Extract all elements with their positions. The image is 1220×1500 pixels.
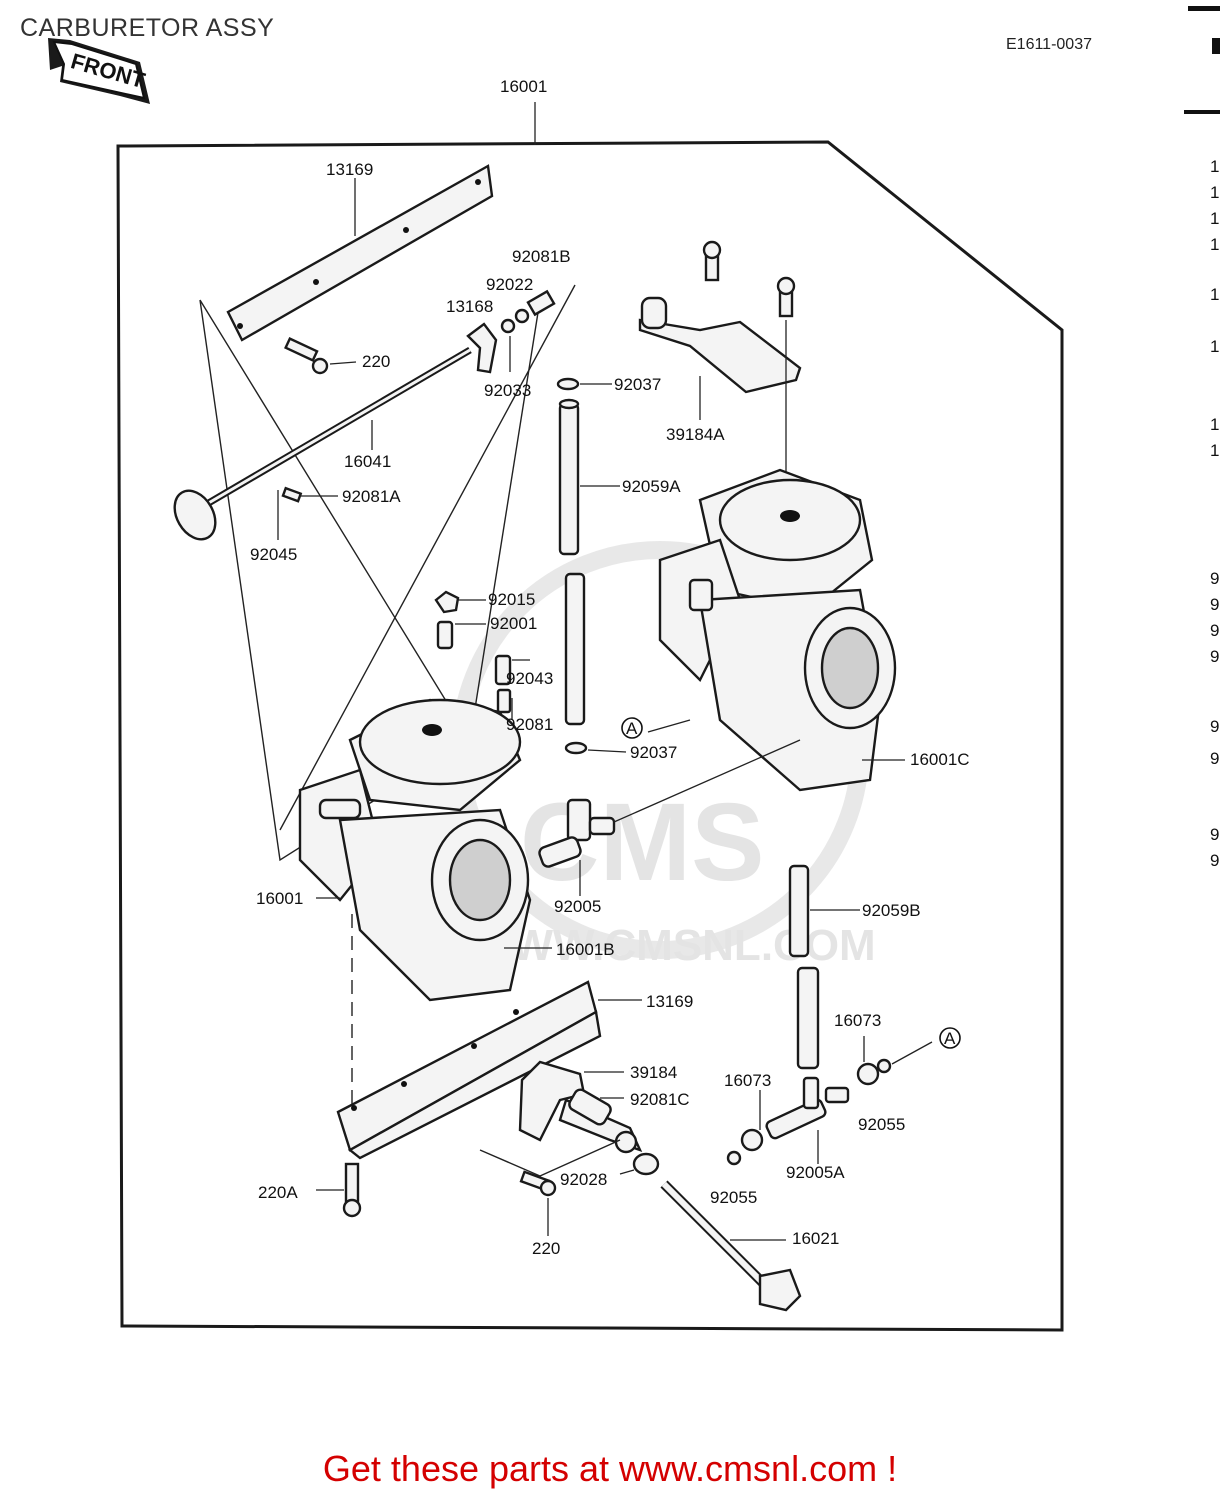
label-92059A: 92059A bbox=[622, 477, 681, 496]
label-16001C: 16001C bbox=[910, 750, 970, 769]
right-margin-column bbox=[1184, 6, 1220, 114]
right-margin-mark: 9 bbox=[1210, 749, 1219, 768]
carburetor-16001 bbox=[298, 698, 552, 1002]
label-16041: 16041 bbox=[344, 452, 391, 471]
front-arrow-icon: FRONT bbox=[48, 38, 150, 104]
label-92037-mid: 92037 bbox=[630, 743, 677, 762]
label-92033: 92033 bbox=[484, 381, 531, 400]
right-margin-mark: 1 bbox=[1210, 285, 1219, 304]
right-margin-mark: 9 bbox=[1210, 647, 1219, 666]
lower-bracket-13169 bbox=[336, 914, 642, 1160]
pilot-screw-parts bbox=[434, 590, 530, 720]
marker-A-circle-2 bbox=[939, 1027, 961, 1049]
fitting-92005A bbox=[726, 1036, 933, 1166]
choke-lever-13168 bbox=[466, 289, 556, 374]
label-92015: 92015 bbox=[488, 590, 535, 609]
vent-tube-92059A bbox=[556, 377, 627, 755]
label-92081A: 92081A bbox=[342, 487, 401, 506]
label-39184A: 39184A bbox=[666, 425, 725, 444]
label-220A: 220A bbox=[258, 1183, 298, 1202]
right-margin-mark: 1 bbox=[1210, 157, 1219, 176]
label-16073-left: 16073 bbox=[724, 1071, 771, 1090]
label-marker-A-1: A bbox=[626, 719, 638, 738]
right-margin-mark: 9 bbox=[1210, 569, 1219, 588]
right-margin-mark: 9 bbox=[1210, 851, 1219, 870]
label-220-bottom: 220 bbox=[532, 1239, 560, 1258]
label-92081B: 92081B bbox=[512, 247, 571, 266]
label-92037-top: 92037 bbox=[614, 375, 661, 394]
label-92022: 92022 bbox=[486, 275, 533, 294]
screw-220-bottom bbox=[479, 1139, 621, 1236]
tube-92059B bbox=[788, 864, 860, 1070]
label-13169-lower: 13169 bbox=[646, 992, 693, 1011]
label-92081C: 92081C bbox=[630, 1090, 690, 1109]
right-margin-mark: 9 bbox=[1210, 595, 1219, 614]
screw-220A bbox=[316, 1162, 362, 1218]
label-marker-A-2: A bbox=[944, 1029, 956, 1048]
label-92081: 92081 bbox=[506, 715, 553, 734]
document-code: E1611-0037 bbox=[1006, 36, 1092, 53]
label-16001B: 16001B bbox=[556, 940, 615, 959]
label-13168: 13168 bbox=[446, 297, 493, 316]
right-margin-mark: 1 bbox=[1210, 183, 1219, 202]
choke-shaft-16041 bbox=[173, 346, 472, 541]
fitting-92005 bbox=[538, 719, 801, 896]
label-92043: 92043 bbox=[506, 669, 553, 688]
bracket-39184 bbox=[518, 1060, 643, 1154]
label-92005A: 92005A bbox=[786, 1163, 845, 1182]
label-16073-right: 16073 bbox=[834, 1011, 881, 1030]
right-margin-mark: 9 bbox=[1210, 621, 1219, 640]
watermark-url-text: WWW.CMSNL.COM bbox=[470, 921, 876, 970]
right-margin-mark: 1 bbox=[1210, 209, 1219, 228]
label-39184: 39184 bbox=[630, 1063, 677, 1082]
diagram-title: CARBURETOR ASSY bbox=[20, 14, 275, 42]
label-92055-right: 92055 bbox=[858, 1115, 905, 1134]
label-92001: 92001 bbox=[490, 614, 537, 633]
label-92045: 92045 bbox=[250, 545, 297, 564]
label-220-top: 220 bbox=[362, 352, 390, 371]
call-to-action-link[interactable]: Get these parts at www.cmsnl.com ! bbox=[322, 1448, 898, 1489]
label-16021: 16021 bbox=[792, 1229, 839, 1248]
marker-A-circle-1 bbox=[621, 717, 643, 739]
right-margin-mark: 1 bbox=[1210, 415, 1219, 434]
right-margin-mark: 1 bbox=[1210, 441, 1219, 460]
assembly-frame bbox=[116, 140, 1064, 1332]
label-92059B: 92059B bbox=[862, 901, 921, 920]
right-margin-mark: 1 bbox=[1210, 235, 1219, 254]
label-13169-upper: 13169 bbox=[326, 160, 373, 179]
gasket-92028 bbox=[619, 1152, 660, 1176]
carburetor-16001C bbox=[658, 468, 905, 792]
right-margin-mark: 9 bbox=[1210, 717, 1219, 736]
screw-220-top bbox=[284, 337, 357, 375]
label-16001-assy: 16001 bbox=[500, 77, 547, 96]
right-margin-mark: 9 bbox=[1210, 825, 1219, 844]
label-16001-left: 16001 bbox=[256, 889, 303, 908]
upper-bracket-13169 bbox=[226, 164, 494, 342]
right-margin-mark: 1 bbox=[1210, 337, 1219, 356]
adjust-screw-16021 bbox=[660, 1180, 802, 1312]
label-92055-left: 92055 bbox=[710, 1188, 757, 1207]
label-92028: 92028 bbox=[560, 1170, 607, 1189]
plate-39184A bbox=[638, 240, 802, 500]
label-92005: 92005 bbox=[554, 897, 601, 916]
